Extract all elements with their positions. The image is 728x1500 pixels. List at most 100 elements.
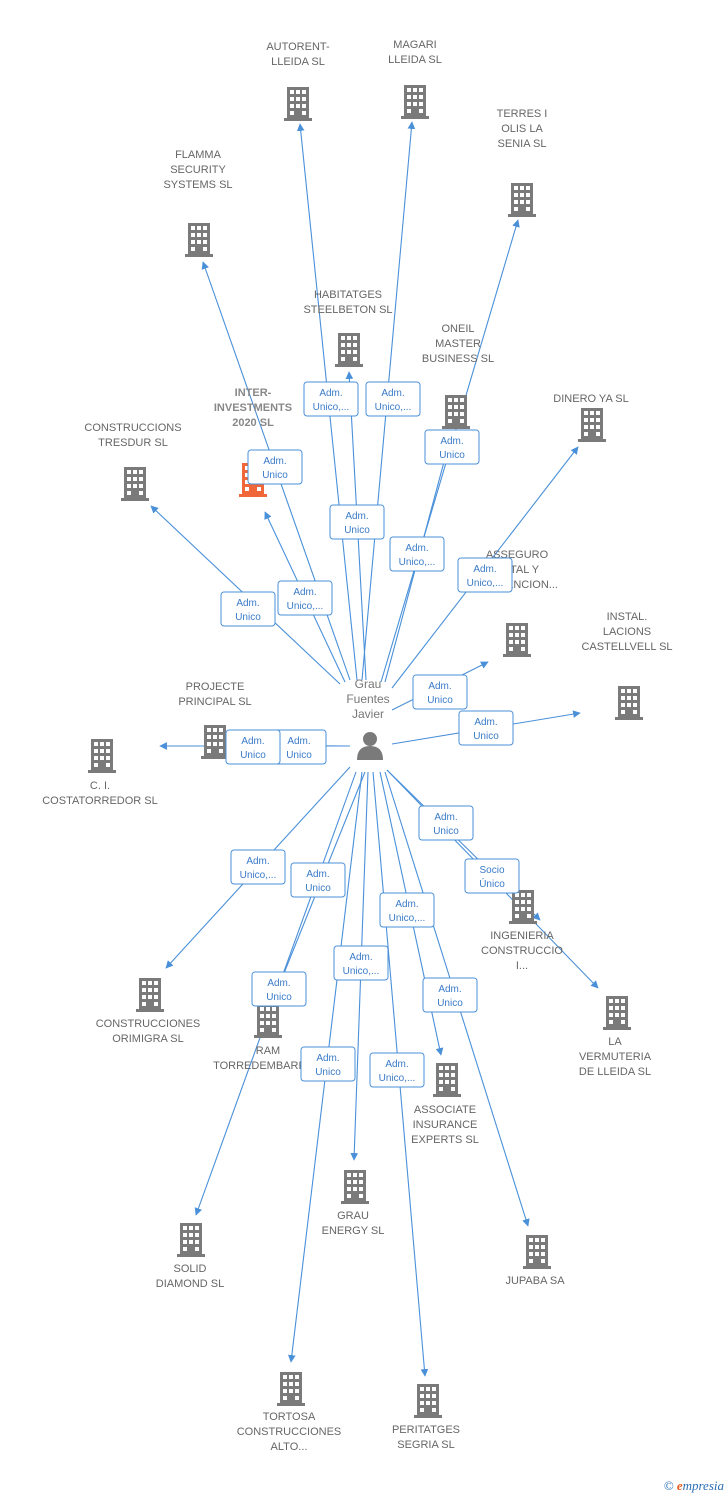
relation-badge-grauenergy[interactable]: Adm.Unico,... [333, 945, 389, 981]
company-name-line: HABITATGES [314, 289, 382, 301]
company-node-dinero[interactable]: DINERO YA SL [553, 393, 629, 442]
relation-text: Unico [235, 612, 261, 623]
company-name-line: CASTELLVELL SL [581, 641, 672, 653]
person-name-line-1: Grau [355, 677, 382, 691]
company-name-line: MASTER [435, 338, 481, 350]
relation-badge-soliddiamond[interactable]: Adm.Unico [251, 971, 307, 1007]
relation-badge-dinero[interactable]: Adm.Unico,... [457, 557, 513, 593]
company-name-line: BUSINESS SL [422, 353, 494, 365]
company-name-line: ENERGY SL [322, 1225, 385, 1237]
relation-badge-tresdur[interactable]: Adm. Unico [220, 591, 276, 627]
company-name-line: OLIS LA [501, 123, 543, 135]
relation-badge-box [389, 536, 445, 572]
relation-badge-peritatges[interactable]: Adm.Unico,... [369, 1052, 425, 1088]
relation-text: Adm. [319, 388, 342, 399]
company-name-line: CONSTRUCCIO [481, 945, 563, 957]
building-icon [509, 890, 537, 924]
relation-badge-associate[interactable]: Adm.Unico,... [379, 892, 435, 928]
building-icon [277, 1372, 305, 1406]
building-icon [284, 87, 312, 121]
relation-text: Unico [262, 470, 288, 481]
company-name-line: PRINCIPAL SL [178, 696, 251, 708]
relation-badge-box [424, 429, 480, 465]
company-node-torredembarra[interactable]: RAMTORREDEMBARRA... [213, 1004, 323, 1072]
relation-text: Unico [240, 750, 266, 761]
building-icon [401, 85, 429, 119]
relation-badge-oneil[interactable]: Adm.Unico,... [389, 536, 445, 572]
company-name-line: TORTOSA [263, 1411, 316, 1423]
company-name-line: SENIA SL [498, 138, 547, 150]
company-name-line: INVESTMENTS [214, 402, 292, 414]
person-node[interactable]: Grau Fuentes Javier [346, 677, 390, 760]
company-name-line: INSTAL. [607, 611, 648, 623]
company-name-line: ORIMIGRA SL [112, 1033, 184, 1045]
company-name-line: AUTORENT- [266, 41, 330, 53]
relation-text: Adm. [267, 978, 290, 989]
company-name-line: RAM [256, 1045, 280, 1057]
company-node-costatorredor[interactable]: C. I.COSTATORREDOR SL [42, 739, 158, 807]
relation-badge-castellvell[interactable]: Adm. Unico [458, 710, 514, 746]
company-name-line: I... [516, 960, 528, 972]
company-node-ingenieria[interactable]: INGENIERIACONSTRUCCIOI... [481, 890, 563, 972]
company-name-line: CONSTRUCCIONES [237, 1426, 342, 1438]
company-name-line: LLEIDA SL [271, 56, 325, 68]
company-node-autorent[interactable]: AUTORENT- LLEIDA SL [266, 41, 330, 121]
relation-text: Adm. [263, 456, 286, 467]
relation-badge-asseguro[interactable]: Adm.Unico [412, 674, 468, 710]
building-icon [136, 978, 164, 1012]
building-icon [414, 1384, 442, 1418]
relation-badge-terres[interactable]: Adm.Unico [424, 429, 480, 465]
relation-badge-lavermuteria[interactable]: Adm.Unico [418, 805, 474, 841]
company-name-line: SEGRIA SL [397, 1439, 454, 1451]
company-name-line: SECURITY [170, 164, 226, 176]
person-name-line-2: Fuentes [346, 692, 389, 706]
relation-badge-flamma[interactable]: Adm. Unico [247, 449, 303, 485]
company-name-line: FLAMMA [175, 149, 222, 161]
company-node-tortosa[interactable]: TORTOSACONSTRUCCIONESALTO... [237, 1372, 342, 1453]
relation-text: Unico [305, 883, 331, 894]
relation-text: Adm. [316, 1053, 339, 1064]
relation-badge-inter[interactable]: Adm.Unico,... [277, 580, 333, 616]
relation-badge-jupaba[interactable]: Adm.Unico [422, 977, 478, 1013]
relation-text: Unico,... [379, 1073, 416, 1084]
building-icon [185, 223, 213, 257]
relation-text: Adm. [381, 388, 404, 399]
relation-text: Adm. [236, 598, 259, 609]
relation-badge-box [365, 381, 421, 417]
relation-text: Adm. [440, 436, 463, 447]
company-name-line: SOLID [173, 1263, 206, 1275]
relation-badge-torredembarra[interactable]: Adm.Unico [290, 862, 346, 898]
relation-badge-magari[interactable]: Adm.Unico,... [365, 381, 421, 417]
building-icon [177, 1223, 205, 1257]
person-name-line-3: Javier [352, 707, 384, 721]
relation-badge-autorent[interactable]: Adm.Unico,... [303, 381, 359, 417]
relation-badge-box [457, 557, 513, 593]
building-icon [254, 1004, 282, 1038]
relation-badge-costatorredor[interactable]: Adm.Unico [225, 729, 281, 765]
relation-text: Unico [473, 731, 499, 742]
company-node-jupaba[interactable]: JUPABA SA [505, 1235, 565, 1287]
relation-badge-orimigra[interactable]: Adm.Unico,... [230, 849, 286, 885]
relation-badge-tortosa[interactable]: Adm.Unico [300, 1046, 356, 1082]
relation-text: Adm. [474, 717, 497, 728]
building-icon [578, 408, 606, 442]
brand-logo[interactable]: ©empresia [664, 1478, 724, 1494]
relation-text: Unico,... [240, 870, 277, 881]
relation-badge-habitatges[interactable]: Adm.Unico [329, 504, 385, 540]
